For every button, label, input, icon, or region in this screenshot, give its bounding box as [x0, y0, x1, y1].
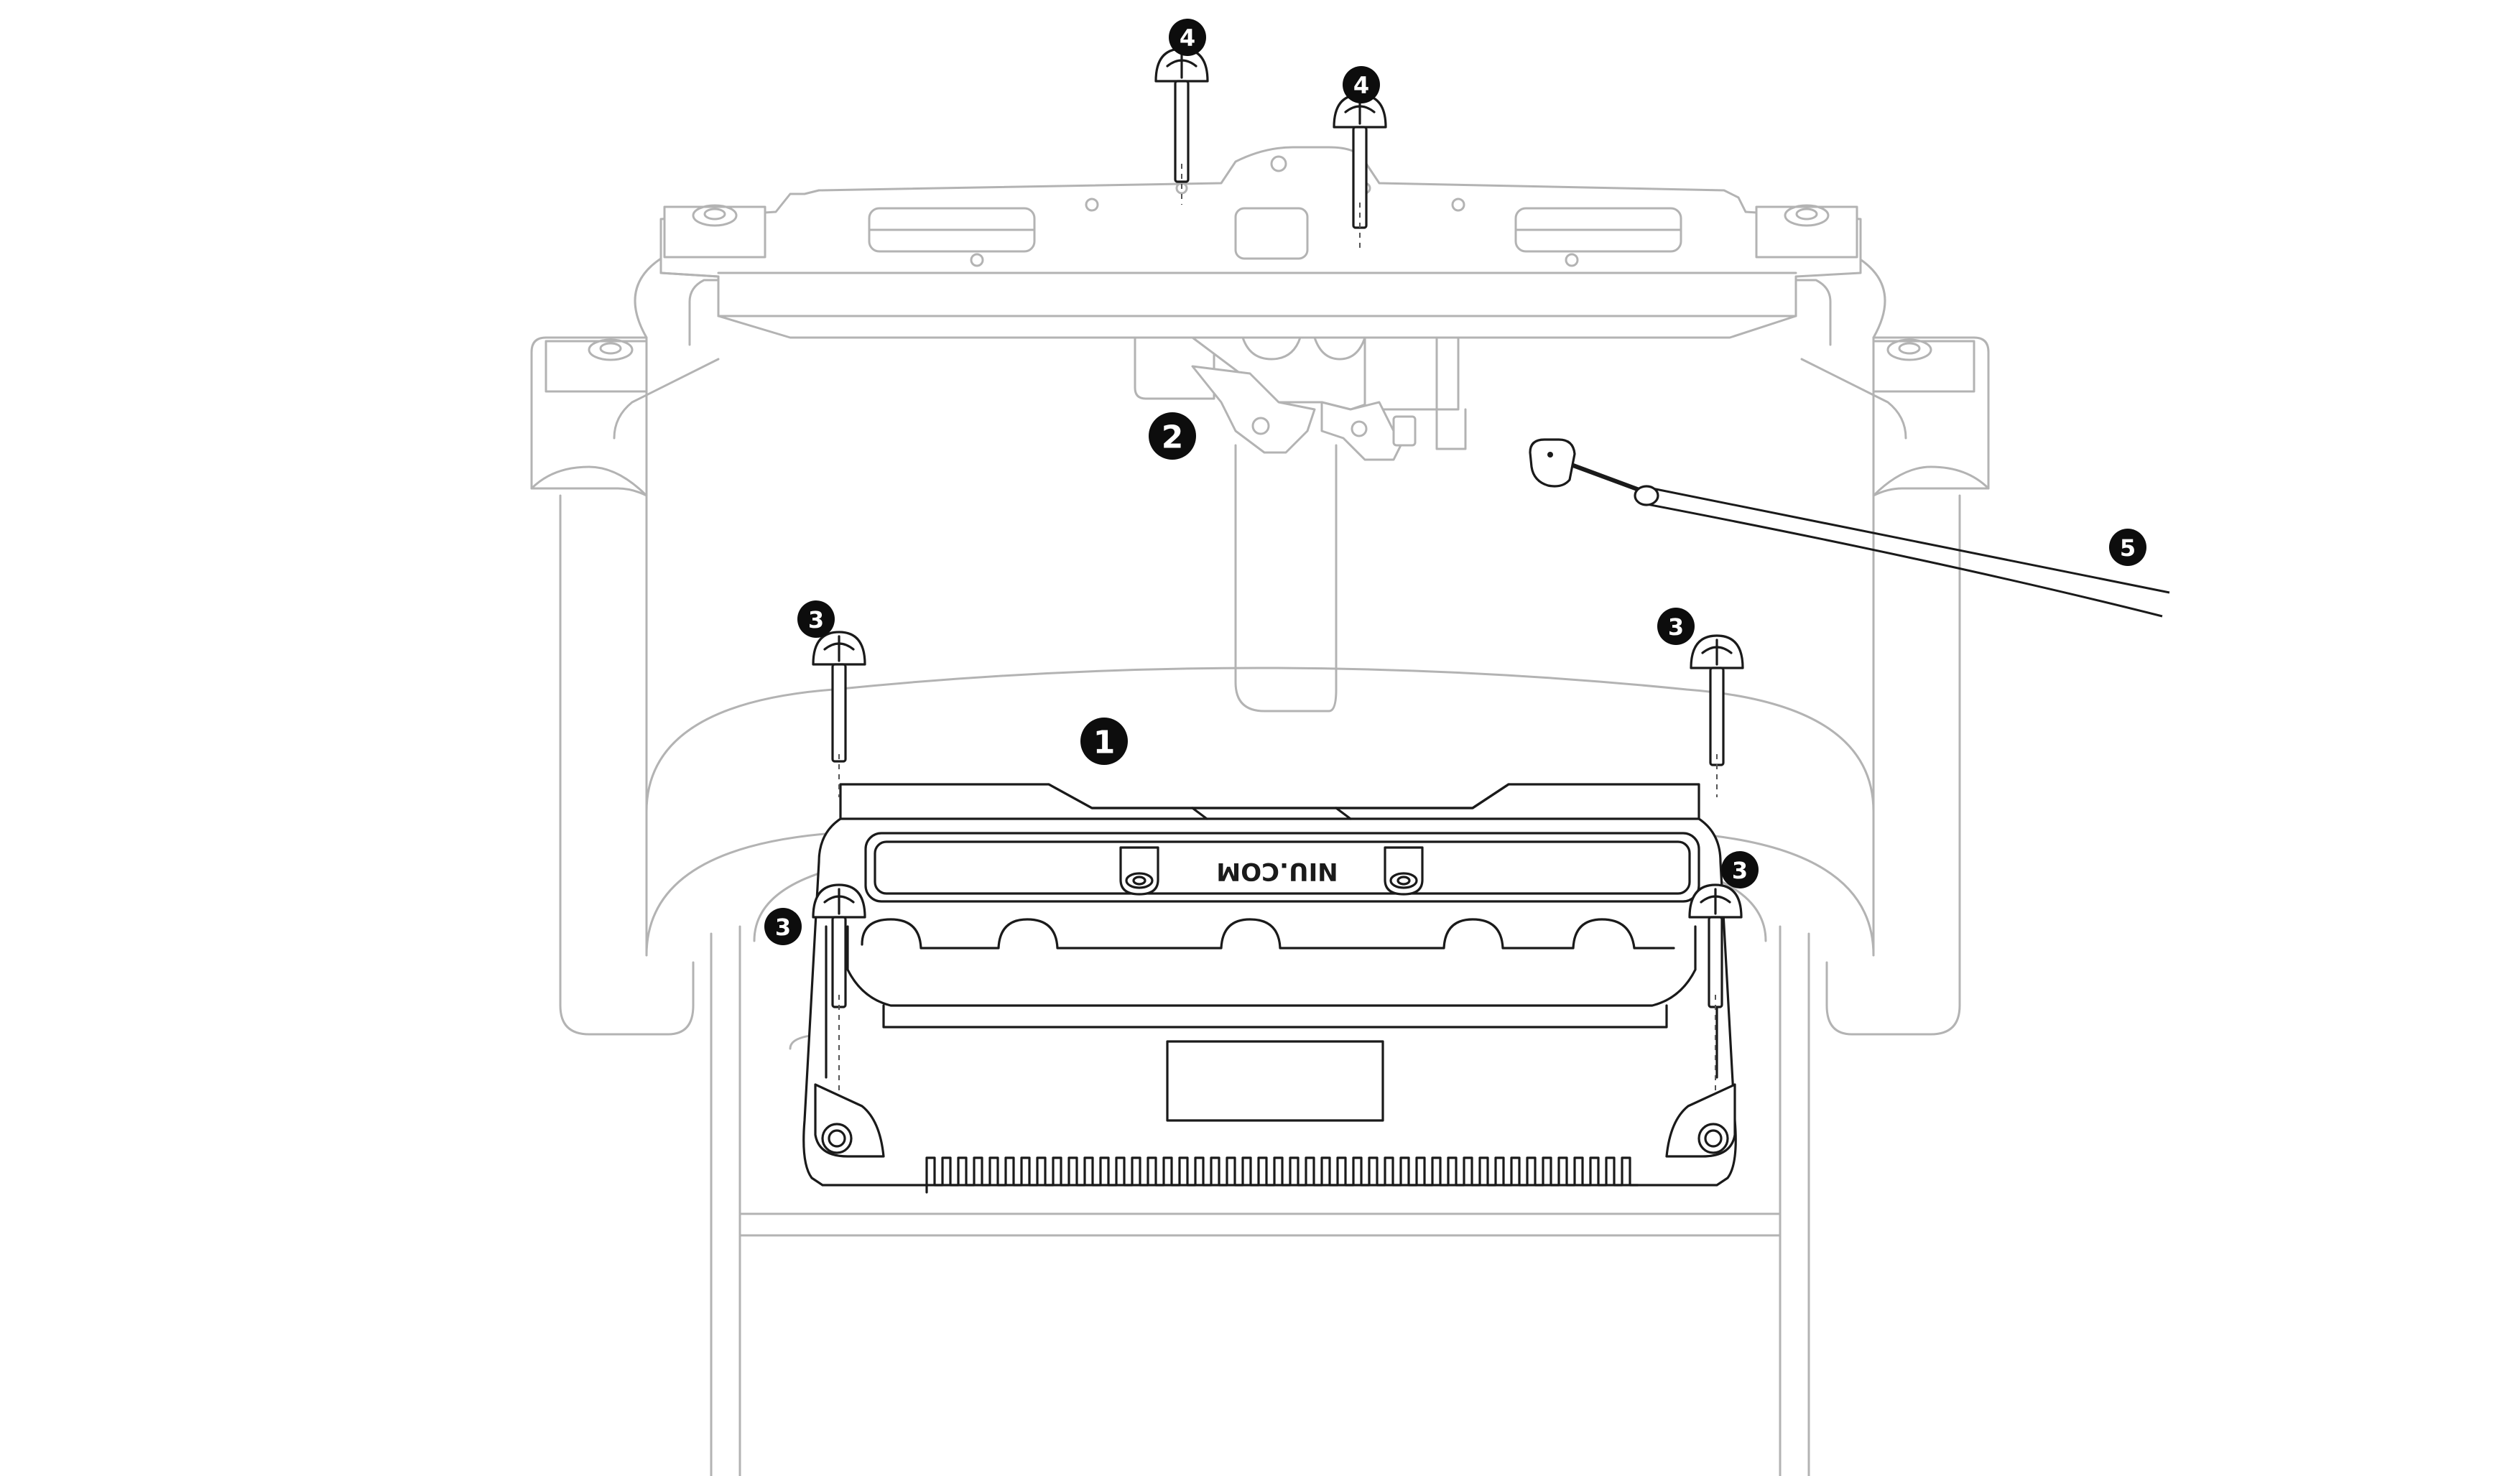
callout-3b-label: 3	[1668, 613, 1684, 641]
brand-label: NIU.COM	[1216, 857, 1338, 886]
label-plate	[1166, 1040, 1384, 1122]
heat-sink-fins	[925, 1156, 1639, 1194]
screw-4-right	[1333, 93, 1387, 229]
seat-latch	[1134, 336, 1467, 461]
callout-2-label: 2	[1162, 419, 1184, 456]
callout-3-bottom-left: 3	[764, 908, 802, 945]
controller-knob-right	[1384, 846, 1424, 896]
callout-3a-label: 3	[808, 606, 824, 633]
screw-guides	[838, 164, 1718, 1092]
callout-3-bottom-right: 3	[1721, 851, 1759, 888]
callout-5: 5	[2109, 529, 2146, 566]
callout-4-left: 4	[1169, 19, 1206, 56]
callout-1: 1	[1080, 718, 1128, 765]
seat-release-cable	[1529, 438, 2170, 618]
screw-4-left	[1154, 47, 1209, 183]
screw-3-top-right	[1690, 634, 1744, 766]
callout-4-right: 4	[1343, 66, 1380, 103]
screw-3-bottom-left	[812, 883, 866, 1008]
callout-1-label: 1	[1093, 725, 1116, 761]
callout-3-top-left: 3	[797, 600, 835, 638]
callout-3d-label: 3	[1732, 857, 1748, 884]
callout-4b-label: 4	[1353, 72, 1369, 99]
screw-3-top-left	[812, 631, 866, 763]
callout-2: 2	[1149, 412, 1196, 460]
controller-box: NIU.COM	[802, 783, 1737, 1194]
callout-5-label: 5	[2120, 534, 2136, 562]
callout-3-top-right: 3	[1657, 608, 1695, 645]
callout-4a-label: 4	[1180, 24, 1195, 52]
callout-3c-label: 3	[775, 914, 791, 941]
controller-knob-left	[1119, 846, 1159, 896]
